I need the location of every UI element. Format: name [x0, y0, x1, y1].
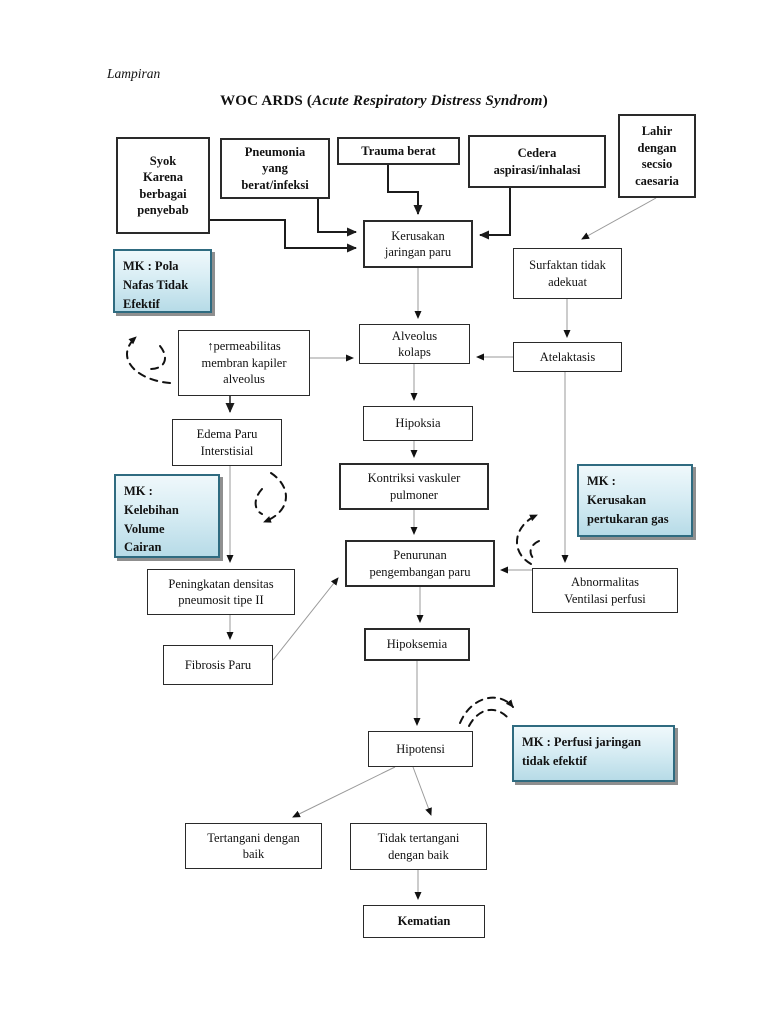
node-trauma-berat: Trauma berat	[337, 137, 460, 165]
title-italic: Acute Respiratory Distress Syndrom	[312, 93, 543, 109]
page-title: WOC ARDS (Acute Respiratory Distress Syn…	[84, 93, 684, 110]
node-hipoksia: Hipoksia	[363, 406, 473, 441]
arrow-hipotensi-to-tertangani	[292, 766, 396, 818]
node-hipotensi: Hipotensi	[368, 731, 473, 767]
arrow-syok-to-kerusakan	[210, 219, 357, 253]
node-alveolus-kolaps: Alveolus kolaps	[359, 324, 470, 364]
node-abnormalitas-ventilasi: Abnormalitas Ventilasi perfusi	[532, 568, 678, 613]
solid-connectors	[210, 165, 511, 413]
node-peningkatan-densitas: Peningkatan densitas pneumosit tipe II	[147, 569, 295, 615]
arrow-pneumonia-to-kerusakan	[317, 199, 357, 237]
mk-note-kerusakan-gas: MK : Kerusakan pertukaran gas	[577, 464, 693, 537]
curl-arrow-edema	[263, 472, 287, 523]
node-edema-paru: Edema Paru Interstisial	[172, 419, 282, 466]
arrow-hipotensi-to-tidak-tertangani	[412, 766, 432, 816]
title-suffix: )	[542, 93, 548, 109]
curl-arrow-abnormalitas	[515, 514, 538, 565]
node-lahir-secsio: Lahir dengan secsio caesaria	[618, 114, 696, 198]
node-kematian: Kematian	[363, 905, 485, 938]
thin-connectors	[226, 197, 657, 900]
node-syok: Syok Karena berbagai penyebab	[116, 137, 210, 234]
dashed-curl-arrows	[126, 336, 540, 727]
node-cedera-aspirasi: Cedera aspirasi/inhalasi	[468, 135, 606, 188]
curl-arrow-perfusi	[459, 696, 514, 724]
node-surfaktan-tidak-adekuat: Surfaktan tidak adekuat	[513, 248, 622, 299]
appendix-note: Lampiran	[107, 66, 161, 81]
mk-note-perfusi-jaringan: MK : Perfusi jaringan tidak efektif	[512, 725, 675, 782]
arrow-cedera-to-kerusakan	[479, 188, 511, 240]
node-penurunan-pengembangan: Penurunan pengembangan paru	[345, 540, 495, 587]
node-hipoksemia: Hipoksemia	[364, 628, 470, 661]
curl-arrow-permeabilitas-inner	[149, 345, 167, 370]
arrow-fibrosis-to-penurunan	[272, 577, 339, 661]
title-prefix: WOC ARDS (	[220, 93, 313, 109]
node-tidak-tertangani: Tidak tertangani dengan baik	[350, 823, 487, 870]
node-fibrosis-paru: Fibrosis Paru	[163, 645, 273, 685]
node-kerusakan-jaringan-paru: Kerusakan jaringan paru	[363, 220, 473, 268]
node-permeabilitas: ↑permeabilitas membran kapiler alveolus	[178, 330, 310, 396]
mk-note-pola-nafas: MK : Pola Nafas Tidak Efektif	[113, 249, 212, 313]
node-atelaktasis: Atelaktasis	[513, 342, 622, 372]
arrow-lahir-to-surfaktan	[581, 197, 657, 240]
curl-arrow-perfusi-inner	[468, 709, 510, 727]
node-pneumonia: Pneumonia yang berat/infeksi	[220, 138, 330, 199]
arrow-trauma-to-kerusakan	[387, 165, 423, 215]
node-kontriksi-vaskuler: Kontriksi vaskuler pulmoner	[339, 463, 489, 510]
node-tertangani: Tertangani dengan baik	[185, 823, 322, 869]
curl-arrow-permeabilitas	[126, 336, 171, 384]
mk-note-kelebihan-volume: MK : Kelebihan Volume Cairan	[114, 474, 220, 558]
curl-arrow-edema-inner	[254, 488, 263, 515]
curl-arrow-abnormalitas-inner	[529, 540, 540, 560]
